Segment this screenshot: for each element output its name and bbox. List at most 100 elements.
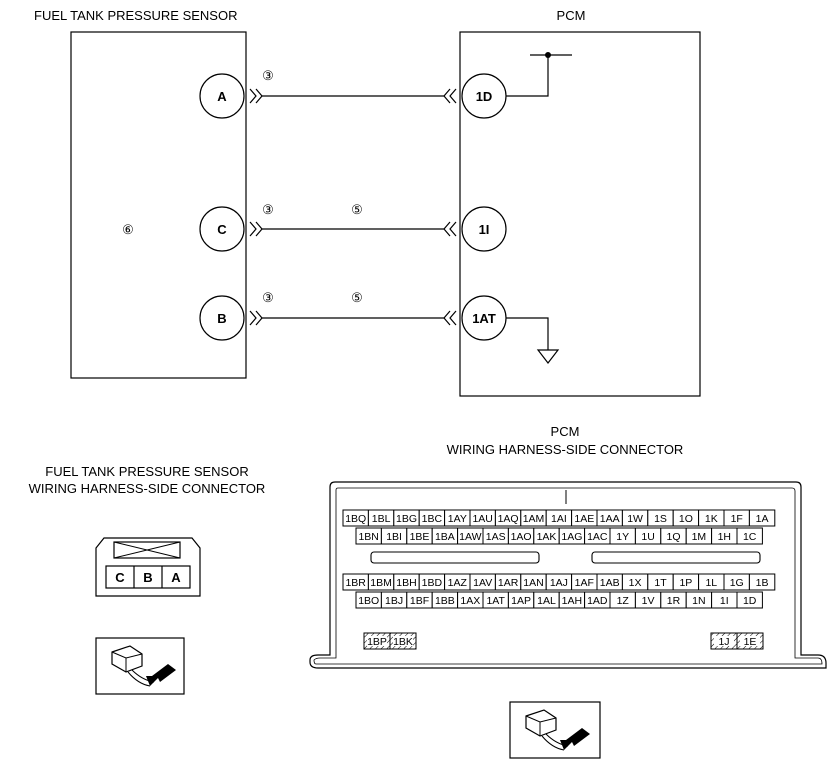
pcm-connector-cell: 1AM [520, 509, 547, 527]
pcm-connector-cell: 1E [736, 632, 764, 650]
callout-wire-c: ③ [262, 202, 274, 217]
pcm-connector-cell: 1M [685, 527, 713, 545]
sensor-pin-c [199, 206, 245, 252]
pcm-connector-cell: 1AS [482, 527, 509, 545]
pcm-connector-cell-label: 1AI [551, 513, 567, 525]
pcm-connector-cell-label: 1V [642, 595, 655, 607]
pcm-connector-cell-label: 1AO [511, 531, 532, 543]
pcm-connector-cell-label: 1AL [537, 595, 556, 607]
pcm-connector-cell: 1F [723, 509, 750, 527]
pcm-connector-cell-label: 1D [743, 595, 757, 607]
pcm-connector-cell-label: 1BL [372, 513, 391, 525]
pcm-connector-cell-label: 1BC [422, 513, 443, 525]
pcm-connector-cell: 1V [634, 591, 662, 609]
pcm-connector-cell: 1BJ [380, 591, 408, 609]
pcm-connector-cell: 1AV [469, 573, 496, 591]
pcm-connector-cell: 1Z [609, 591, 636, 609]
pcm-connector-cell-label: 1H [718, 531, 731, 543]
pcm-connector-cell: 1AD [584, 591, 611, 609]
pcm-connector-cell: 1Y [609, 527, 636, 545]
pcm-connector-cell-label: 1AV [473, 577, 492, 589]
sensor-pin-b [199, 295, 245, 341]
pcm-harness-view-icon [509, 701, 601, 759]
pcm-connector-cell: 1S [647, 509, 674, 527]
pcm-connector-cell: 1AA [596, 509, 623, 527]
pcm-connector-cell: 1AO [507, 527, 535, 545]
pcm-connector-cell-label: 1C [743, 531, 757, 543]
pcm-connector-cell: 1AK [533, 527, 560, 545]
pcm-connector-cell: 1BG [393, 509, 420, 527]
pcm-connector-cell: 1AB [596, 573, 623, 591]
pcm-connector-cell: 1BM [367, 573, 395, 591]
pcm-connector-cell: 1O [672, 509, 700, 527]
pcm-connector-cell: 1BR [342, 573, 369, 591]
pcm-connector-cell-label: 1AP [511, 595, 531, 607]
pcm-connector-cell: 1AL [533, 591, 560, 609]
sensor-connector-title-1: FUEL TANK PRESSURE SENSOR [45, 464, 248, 479]
pcm-connector-cell: 1AJ [545, 573, 573, 591]
pcm-connector-cell-label: 1AG [561, 531, 582, 543]
pcm-connector-cell: 1AN [520, 573, 547, 591]
pcm-connector-cell-label: 1AT [486, 595, 505, 607]
pcm-connector-cell-label: 1BE [410, 531, 430, 543]
pcm-connector-cell-label: 1AU [472, 513, 492, 525]
pcm-connector-cell-label: 1AN [523, 577, 543, 589]
pcm-connector-cell: 1BI [380, 527, 408, 545]
pcm-connector-cell-label: 1BH [396, 577, 416, 589]
pcm-connector-cell: 1W [621, 509, 649, 527]
pcm-connector-cell: 1H [711, 527, 738, 545]
pcm-connector-cell-label: 1B [756, 577, 769, 589]
callout-mid-b: ⑤ [351, 290, 363, 305]
pcm-pin-1i-label: 1I [479, 222, 490, 237]
pcm-connector-cell-label: 1AC [587, 531, 608, 543]
pcm-connector-cell-label: 1AY [448, 513, 467, 525]
pcm-connector-cell: 1G [723, 573, 750, 591]
connector-key-left [370, 551, 540, 564]
callout-mid-c: ⑤ [351, 202, 363, 217]
pcm-connector-cell-label: 1AE [574, 513, 594, 525]
pcm-connector-cell-label: 1AD [587, 595, 608, 607]
pcm-connector-cell-label: 1AA [600, 513, 620, 525]
pcm-connector-cell-label: 1AX [460, 595, 480, 607]
pcm-connector-cell: 1AH [558, 591, 586, 609]
pcm-connector-cell: 1A [748, 509, 776, 527]
pcm-connector-cell-label: 1AF [575, 577, 594, 589]
pcm-connector-cell-label: 1E [744, 636, 757, 648]
pcm-connector-cell-label: 1X [629, 577, 642, 589]
sensor-connector-title-2: WIRING HARNESS-SIDE CONNECTOR [29, 481, 266, 496]
sensor-conn-cell-c: C [115, 570, 125, 585]
pcm-connector-cell-label: 1AW [459, 531, 481, 543]
pcm-connector-cell: 1X [621, 573, 649, 591]
pcm-connector-cell: 1AG [558, 527, 586, 545]
pcm-connector-cell-label: 1BN [358, 531, 378, 543]
pcm-connector-cell: 1AR [494, 573, 522, 591]
connector-key-right [591, 551, 761, 564]
pcm-connector-cell: 1AY [444, 509, 471, 527]
pcm-connector-cell-label: 1BA [435, 531, 455, 543]
pcm-connector-cell: 1AP [507, 591, 535, 609]
pcm-connector-cell-label: 1AQ [498, 513, 519, 525]
pcm-connector-cell: 1AX [457, 591, 484, 609]
pcm-connector-title-2: WIRING HARNESS-SIDE CONNECTOR [447, 442, 684, 457]
wire-a-1d: A ③ 1D [199, 52, 572, 119]
pcm-connector-cell: 1P [672, 573, 700, 591]
pcm-connector-cell: 1AF [571, 573, 598, 591]
pcm-connector-cell-label: 1BR [345, 577, 366, 589]
pcm-connector-cell: 1Q [660, 527, 687, 545]
sensor-pin-b-label: B [217, 311, 226, 326]
pcm-connector-cell-label: 1P [679, 577, 692, 589]
pcm-connector-cell-label: 1O [679, 513, 693, 525]
pcm-connector-cell-label: 1BO [358, 595, 379, 607]
pcm-connector-cell-label: 1BF [410, 595, 429, 607]
pcm-connector-cell-label: 1R [667, 595, 681, 607]
wire-b-1at: B ③ ⑤ 1AT [199, 290, 560, 364]
pcm-connector-cell: 1AE [571, 509, 598, 527]
pcm-connector-cell-label: 1AK [537, 531, 557, 543]
pcm-connector-cell-label: 1T [654, 577, 667, 589]
pcm-connector-cell: 1BA [431, 527, 459, 545]
sensor-pin-a [199, 73, 245, 119]
ground-icon [536, 349, 560, 364]
pcm-connector-cell-label: 1F [731, 513, 743, 525]
